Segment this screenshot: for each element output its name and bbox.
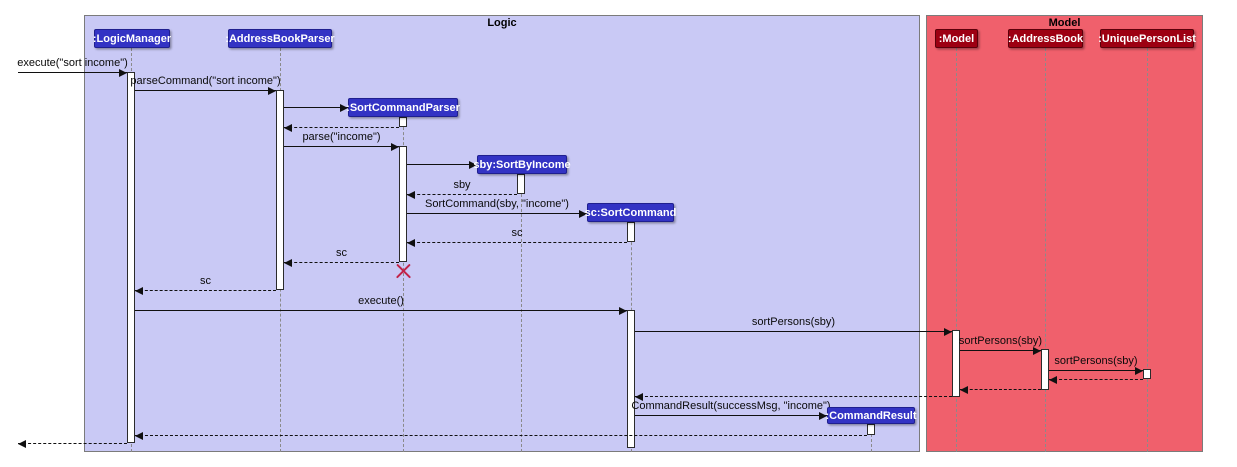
msg-sort-command-constructor-label: SortCommand(sby, "income"): [425, 198, 569, 210]
msg-sort-persons-addressbook-arrowhead-icon: [1033, 346, 1041, 355]
frame-logic: Logic: [84, 15, 920, 452]
activation-logic-manager: [127, 72, 135, 443]
msg-sort-persons-addressbook-label: sortPersons(sby): [958, 335, 1043, 347]
participant-sort-command: sc:SortCommand: [585, 203, 676, 222]
msg-create-sort-command-parser-arrowhead-icon: [340, 103, 348, 112]
msg-sort-command-constructor-line: [407, 213, 587, 214]
msg-command-result-constructor-line: [635, 415, 827, 416]
frame-title-logic: Logic: [487, 17, 517, 29]
activation-sort-command-create: [627, 222, 635, 242]
msg-return-sby-arrowhead-icon: [407, 190, 415, 199]
msg-execute-command-arrowhead-icon: [619, 306, 627, 315]
activation-sort-command-parser-create: [399, 117, 407, 127]
msg-parse-command-label: parseCommand("sort income"): [130, 75, 281, 87]
participant-sort-command-parser: :SortCommandParser: [346, 98, 460, 117]
model-lifeline: [956, 48, 957, 452]
participant-address-book: :AddressBook: [1008, 29, 1083, 48]
sort-command-parser-lifeline: [403, 117, 404, 452]
participant-logic-manager: :LogicManager: [93, 29, 171, 48]
msg-parse-command-arrowhead-icon: [268, 86, 276, 95]
unique-person-list-lifeline: [1147, 48, 1148, 452]
msg-execute-sort-income-line: [18, 72, 127, 73]
msg-return-sby-label: sby: [453, 179, 471, 191]
msg-return-to-caller-line: [18, 443, 127, 444]
frame-title-model: Model: [1048, 17, 1081, 29]
msg-return-upl-line: [1049, 379, 1143, 380]
activation-address-book-parser: [276, 90, 284, 290]
msg-sort-persons-model-line: [635, 331, 952, 332]
participant-unique-person-list: :UniquePersonList: [1098, 29, 1196, 48]
msg-parse-command-line: [135, 90, 276, 91]
msg-sort-persons-upl-line: [1049, 370, 1143, 371]
msg-command-result-constructor-label: CommandResult(successMsg, "income"): [631, 400, 831, 412]
msg-return-sc-to-abparser-line: [284, 262, 399, 263]
msg-create-sort-by-income-arrowhead-icon: [469, 160, 477, 169]
msg-return-addressbook-arrowhead-icon: [960, 385, 968, 394]
msg-return-sc-to-parser-line: [407, 242, 627, 243]
msg-return-command-result-line: [135, 435, 867, 436]
destroy-sort-command-parser-icon: [395, 263, 412, 280]
msg-execute-command-line: [135, 310, 627, 311]
msg-sort-persons-addressbook-line: [960, 350, 1041, 351]
participant-sort-by-income: sby:SortByIncome: [473, 155, 571, 174]
msg-return-to-caller-arrowhead-icon: [18, 439, 26, 448]
address-book-lifeline: [1045, 48, 1046, 452]
msg-return-sc-to-parser-label: sc: [511, 227, 523, 239]
activation-command-result: [867, 424, 875, 435]
activation-model: [952, 330, 960, 397]
msg-return-sc-to-logicmanager-line: [135, 290, 276, 291]
participant-command-result: :CommandResult: [825, 407, 917, 424]
activation-sort-by-income: [517, 174, 525, 194]
msg-return-parser-created-line: [284, 127, 399, 128]
msg-execute-sort-income-arrowhead-icon: [119, 68, 127, 77]
msg-return-model-line: [635, 396, 952, 397]
msg-parse-income-arrowhead-icon: [391, 142, 399, 151]
activation-sort-command: [627, 310, 635, 448]
msg-return-command-result-arrowhead-icon: [135, 431, 143, 440]
msg-sort-command-constructor-arrowhead-icon: [579, 209, 587, 218]
sort-by-income-lifeline: [521, 174, 522, 452]
msg-sort-persons-upl-label: sortPersons(sby): [1054, 355, 1138, 367]
msg-return-upl-arrowhead-icon: [1049, 375, 1057, 384]
msg-execute-command-label: execute(): [358, 295, 404, 307]
participant-model: :Model: [935, 29, 978, 48]
msg-return-sc-to-abparser-label: sc: [336, 247, 347, 259]
activation-address-book: [1041, 349, 1049, 390]
participant-address-book-parser: :AddressBookParser: [225, 29, 335, 48]
msg-command-result-constructor-arrowhead-icon: [819, 411, 827, 420]
msg-return-addressbook-line: [960, 389, 1041, 390]
msg-create-sort-command-parser-line: [284, 107, 348, 108]
activation-unique-person-list: [1143, 369, 1151, 379]
msg-parse-income-label: parse("income"): [302, 131, 381, 143]
msg-sort-persons-model-arrowhead-icon: [944, 327, 952, 336]
msg-create-sort-by-income-line: [407, 164, 477, 165]
msg-return-parser-created-arrowhead-icon: [284, 123, 292, 132]
activation-sort-command-parser: [399, 146, 407, 262]
command-result-lifeline: [871, 424, 872, 452]
msg-parse-income-line: [284, 146, 399, 147]
msg-sort-persons-model-label: sortPersons(sby): [751, 316, 836, 328]
msg-sort-persons-upl-arrowhead-icon: [1135, 366, 1143, 375]
msg-execute-sort-income-label: execute("sort income"): [17, 57, 128, 69]
msg-return-sc-to-abparser-arrowhead-icon: [284, 258, 292, 267]
msg-return-model-arrowhead-icon: [635, 392, 643, 401]
msg-return-sc-to-logicmanager-label: sc: [200, 275, 211, 287]
msg-return-sc-to-logicmanager-arrowhead-icon: [135, 286, 143, 295]
msg-return-sc-to-parser-arrowhead-icon: [407, 238, 415, 247]
msg-return-sby-line: [407, 194, 517, 195]
